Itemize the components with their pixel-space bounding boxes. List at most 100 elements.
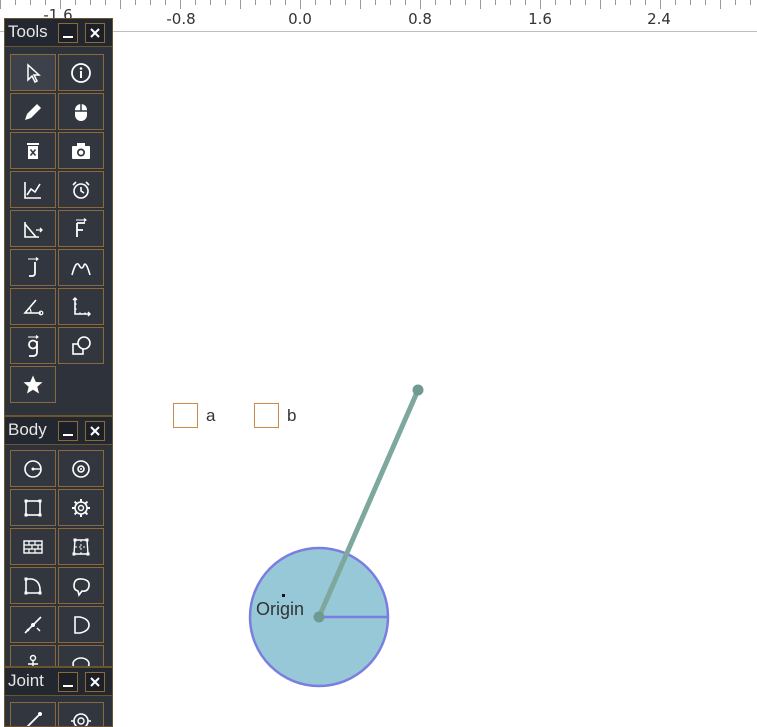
ruler-label: 2.4 xyxy=(647,10,671,28)
ruler-tick xyxy=(90,0,91,5)
ruler-tick xyxy=(555,0,556,5)
tools-grid xyxy=(10,54,104,403)
checkbox-a-label: a xyxy=(206,405,216,425)
spline-body-button[interactable] xyxy=(10,606,56,643)
shapes-tool-button[interactable] xyxy=(58,327,104,364)
delete-tool-button[interactable] xyxy=(10,132,56,169)
camera-tool-button[interactable] xyxy=(58,132,104,169)
ruler-tick xyxy=(420,0,421,9)
rod-end-point[interactable] xyxy=(412,384,424,396)
ruler-tick xyxy=(195,0,196,5)
angle-icon xyxy=(23,298,44,315)
ruler-tick xyxy=(435,0,436,5)
checkbox-b-box[interactable] xyxy=(254,403,279,428)
axes-tool-button[interactable] xyxy=(58,288,104,325)
wheel-body-button[interactable] xyxy=(58,450,104,487)
circle-body-icon xyxy=(24,459,42,478)
select-tool-button[interactable] xyxy=(10,54,56,91)
graph-tool-button[interactable] xyxy=(10,171,56,208)
ruler-tick xyxy=(150,0,151,5)
ruler-tick xyxy=(540,0,541,9)
gear-body-button[interactable] xyxy=(58,489,104,526)
close-button[interactable] xyxy=(85,23,105,43)
impulse-tool-button[interactable] xyxy=(10,249,56,286)
mouse-tool-button[interactable] xyxy=(58,93,104,130)
close-button[interactable] xyxy=(85,421,105,441)
blob-icon xyxy=(73,577,90,597)
graph-icon xyxy=(24,181,41,199)
figure-body-button[interactable] xyxy=(10,645,56,666)
ruler-tick xyxy=(495,0,496,5)
origin-point[interactable] xyxy=(313,611,325,623)
angle-tool-button[interactable] xyxy=(10,288,56,325)
joint-panel-header[interactable]: Joint xyxy=(5,668,112,696)
info-tool-button[interactable] xyxy=(58,54,104,91)
rod[interactable] xyxy=(316,387,421,620)
ruler-tick xyxy=(135,0,136,5)
close-button[interactable] xyxy=(85,672,105,692)
ruler-tick xyxy=(300,0,301,9)
ruler-tick xyxy=(285,0,286,5)
checkbox-b[interactable]: b xyxy=(254,403,296,428)
checkbox-a-box[interactable] xyxy=(173,403,198,428)
figure-icon xyxy=(28,654,38,666)
origin-label: Origin xyxy=(256,599,304,619)
ruler-tick xyxy=(750,0,751,5)
minimize-button[interactable] xyxy=(58,421,78,441)
minimize-button[interactable] xyxy=(58,23,78,43)
rectangle-body-button[interactable] xyxy=(10,489,56,526)
mouse-icon xyxy=(75,103,87,121)
force-icon xyxy=(76,217,87,237)
impulse-icon xyxy=(28,256,39,277)
pivot-joint-button[interactable] xyxy=(58,702,104,726)
polygon-body-icon xyxy=(72,538,90,555)
ruler-tick xyxy=(30,0,31,5)
wheel-icon xyxy=(72,459,90,478)
rod-joint-icon xyxy=(24,711,42,726)
ruler-tick xyxy=(240,0,241,9)
ruler-label: -0.8 xyxy=(166,10,196,28)
ruler-tick xyxy=(450,0,451,5)
rod-joint-button[interactable] xyxy=(10,702,56,726)
ruler-tick xyxy=(345,0,346,5)
gravity-tool-button[interactable] xyxy=(10,327,56,364)
polygon-body-button[interactable] xyxy=(58,528,104,565)
ruler-tick xyxy=(330,0,331,5)
shapes-icon xyxy=(72,335,91,355)
tools-panel: Tools xyxy=(4,18,113,416)
wedge-tool-button[interactable] xyxy=(10,210,56,247)
wall-body-button[interactable] xyxy=(10,528,56,565)
joint-panel: Joint xyxy=(4,667,113,727)
ruler-tick xyxy=(570,0,571,5)
origin-marker xyxy=(282,594,285,597)
ruler-tick xyxy=(375,0,376,5)
close-icon xyxy=(90,677,100,687)
curved-polygon-body-button[interactable] xyxy=(10,567,56,604)
checkbox-a[interactable]: a xyxy=(173,403,215,428)
body-panel-header[interactable]: Body xyxy=(5,417,112,445)
timer-tool-button[interactable] xyxy=(58,171,104,208)
ruler-tick xyxy=(45,0,46,5)
ruler-tick xyxy=(75,0,76,5)
ruler-tick xyxy=(210,0,211,5)
ruler-tick xyxy=(360,0,361,9)
select-arrow-icon xyxy=(27,62,41,83)
force-tool-button[interactable] xyxy=(58,210,104,247)
oval-body-button[interactable] xyxy=(58,645,104,666)
minimize-button[interactable] xyxy=(58,672,78,692)
close-icon xyxy=(90,28,100,38)
minimize-icon xyxy=(63,685,73,687)
d-shape-body-button[interactable] xyxy=(58,606,104,643)
ruler-tick xyxy=(735,0,736,5)
ruler-tick xyxy=(270,0,271,5)
ruler-label: 0.8 xyxy=(408,10,432,28)
ruler-tick xyxy=(105,0,106,5)
paint-tool-button[interactable] xyxy=(10,93,56,130)
blob-body-button[interactable] xyxy=(58,567,104,604)
favorites-tool-button[interactable] xyxy=(10,366,56,403)
circle-body-button[interactable] xyxy=(10,450,56,487)
tools-panel-header[interactable]: Tools xyxy=(5,19,112,47)
curve-tool-button[interactable] xyxy=(58,249,104,286)
close-icon xyxy=(90,426,100,436)
